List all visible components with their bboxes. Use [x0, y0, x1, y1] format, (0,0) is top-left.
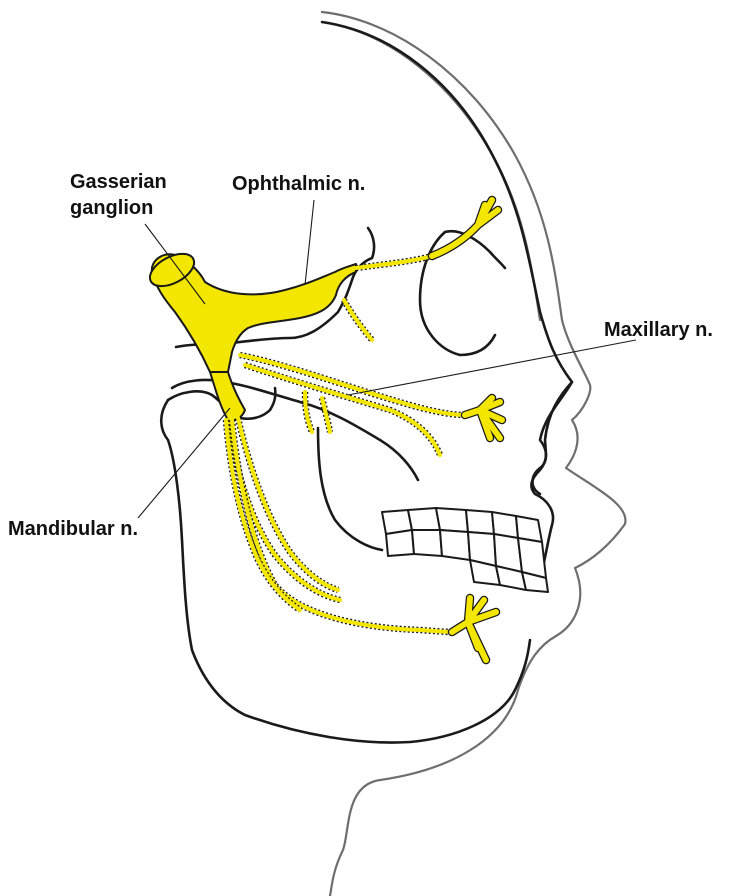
label-ophthalmic: Ophthalmic n. — [232, 173, 365, 195]
label-mandibular: Mandibular n. — [8, 518, 138, 540]
forehead-terminal-branches — [432, 200, 498, 256]
mandibular-branch-2 — [238, 418, 338, 590]
orbit-outline — [420, 232, 495, 355]
mental-terminal-branches — [452, 598, 496, 660]
leader-maxillary — [348, 340, 636, 395]
maxilla-outline — [318, 428, 382, 550]
label-gasserian-line1: Gasserian — [70, 171, 167, 193]
leader-ophthalmic — [305, 200, 314, 285]
nasal-bone — [533, 382, 573, 494]
label-gasserian-line2: ganglion — [70, 197, 153, 219]
skin-profile-outline — [322, 12, 625, 896]
leader-mandibular — [138, 408, 230, 518]
label-maxillary: Maxillary n. — [604, 319, 713, 341]
skull-outline — [322, 22, 572, 580]
teeth — [382, 508, 548, 592]
infraorbital-terminal-branches — [465, 398, 502, 438]
nerves — [145, 200, 502, 660]
maxillary-branch-2 — [245, 365, 440, 455]
